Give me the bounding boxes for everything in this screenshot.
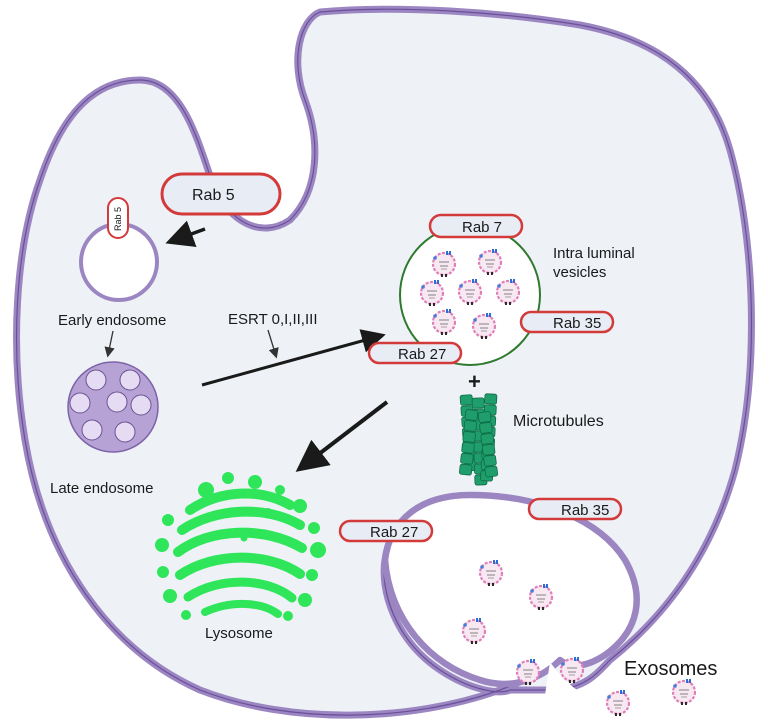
rab7-text: Rab 7 bbox=[462, 219, 502, 236]
rab27-top-label-box: Rab 27 bbox=[367, 341, 463, 365]
early-endosome-label: Early endosome bbox=[58, 312, 166, 329]
intra-luminal-label-line1: Intra luminal bbox=[553, 245, 635, 262]
rab5-label-box: Rab 5 bbox=[160, 172, 282, 216]
mvb-to-lysosome-arrow bbox=[295, 400, 389, 472]
rab35-top-text: Rab 35 bbox=[553, 315, 601, 332]
esrt-label: ESRT 0,I,II,III bbox=[228, 311, 317, 328]
lysosome-vesicles bbox=[155, 472, 326, 621]
exosome-vesicle bbox=[671, 677, 697, 707]
rab35-bottom-label-box: Rab 35 bbox=[527, 497, 623, 521]
microtubules-label: Microtubules bbox=[513, 413, 604, 430]
rab5-small-text: Rab 5 bbox=[113, 207, 123, 231]
rab5-arrow bbox=[165, 220, 206, 247]
late-endosome bbox=[67, 361, 159, 453]
rab35-top-label-box: Rab 35 bbox=[519, 310, 615, 334]
exosome-invagination bbox=[381, 491, 640, 688]
esrt-pointer-arrow bbox=[267, 329, 279, 359]
lysosome-label: Lysosome bbox=[205, 625, 273, 642]
exosome-vesicle bbox=[605, 688, 631, 718]
late-to-mvb-arrow bbox=[201, 329, 386, 387]
rab27-top-text: Rab 27 bbox=[398, 346, 446, 363]
early-to-late-arrow bbox=[104, 330, 115, 358]
plus-sign: + bbox=[468, 369, 481, 394]
rab5-text: Rab 5 bbox=[192, 187, 235, 204]
rab7-label-box: Rab 7 bbox=[428, 213, 524, 239]
intra-luminal-label-line2: vesicles bbox=[553, 264, 606, 281]
rab27-bottom-text: Rab 27 bbox=[370, 524, 418, 541]
lysosome bbox=[173, 488, 307, 618]
late-endosome-label: Late endosome bbox=[50, 480, 153, 497]
microtubules bbox=[458, 393, 499, 486]
rab35-bottom-text: Rab 35 bbox=[561, 502, 609, 519]
rab27-bottom-label-box: Rab 27 bbox=[338, 519, 434, 543]
early-endosome: Rab 5 bbox=[79, 197, 159, 302]
exosome-region-opening bbox=[540, 662, 760, 728]
exosomes-label: Exosomes bbox=[624, 658, 717, 680]
